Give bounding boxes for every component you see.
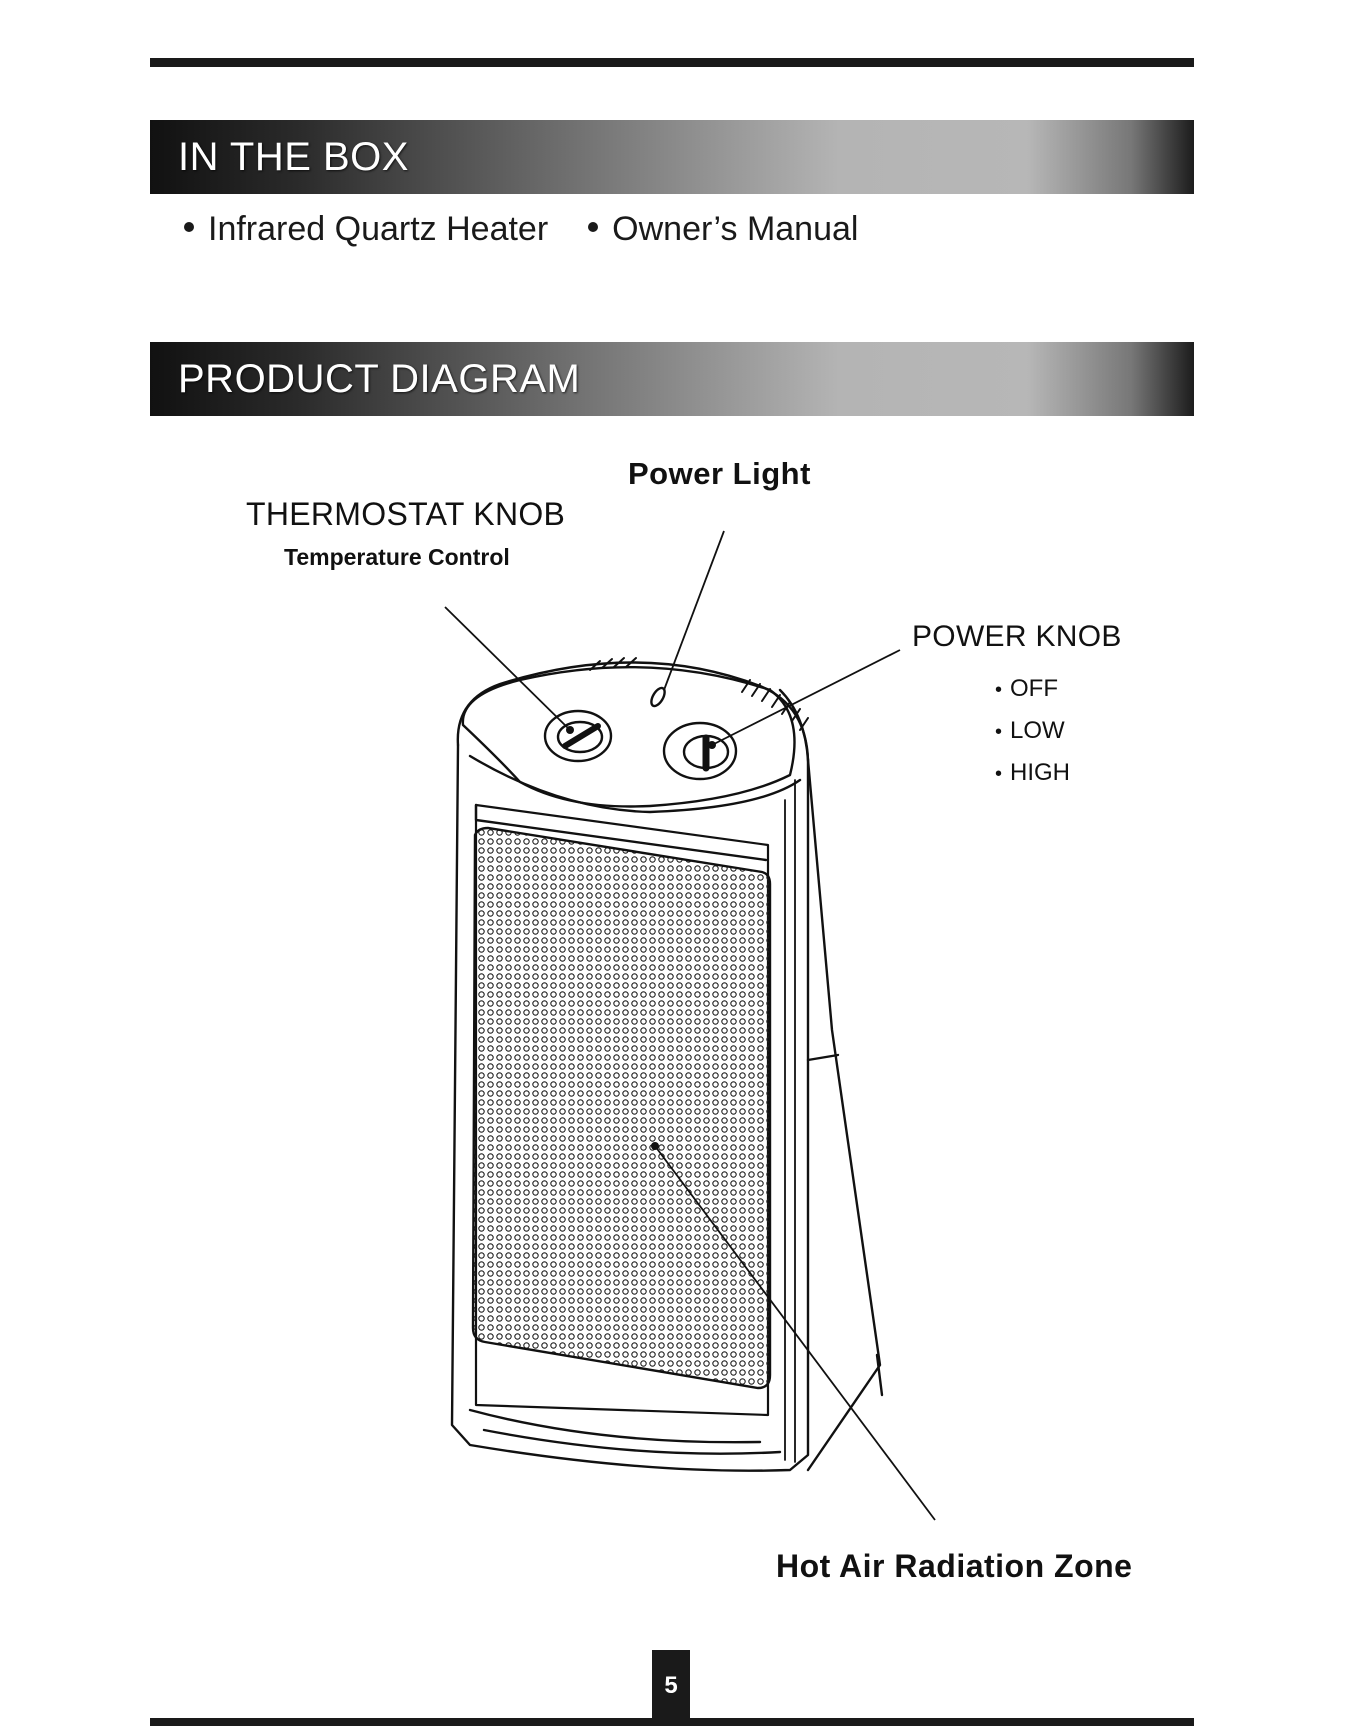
power-light-leader <box>664 531 724 690</box>
option-off: OFF <box>995 668 1070 710</box>
option-high: HIGH <box>995 752 1070 794</box>
hot-air-zone-label: Hot Air Radiation Zone <box>776 1548 1132 1585</box>
thermostat-subtitle: Temperature Control <box>284 544 510 571</box>
power-knob-label: POWER KNOB <box>912 620 1122 654</box>
option-low: LOW <box>995 710 1070 752</box>
thermostat-knob-label: THERMOSTAT KNOB <box>246 496 565 533</box>
page-number: 5 <box>652 1650 690 1722</box>
top-cap <box>458 662 808 760</box>
power-knob-leader <box>712 650 900 745</box>
power-knob-drawing <box>664 723 736 779</box>
power-knob-options: OFF LOW HIGH <box>995 668 1070 794</box>
power-light-label: Power Light <box>628 456 811 492</box>
grill-mesh <box>473 828 770 1388</box>
thermostat-knob-drawing <box>545 711 611 761</box>
